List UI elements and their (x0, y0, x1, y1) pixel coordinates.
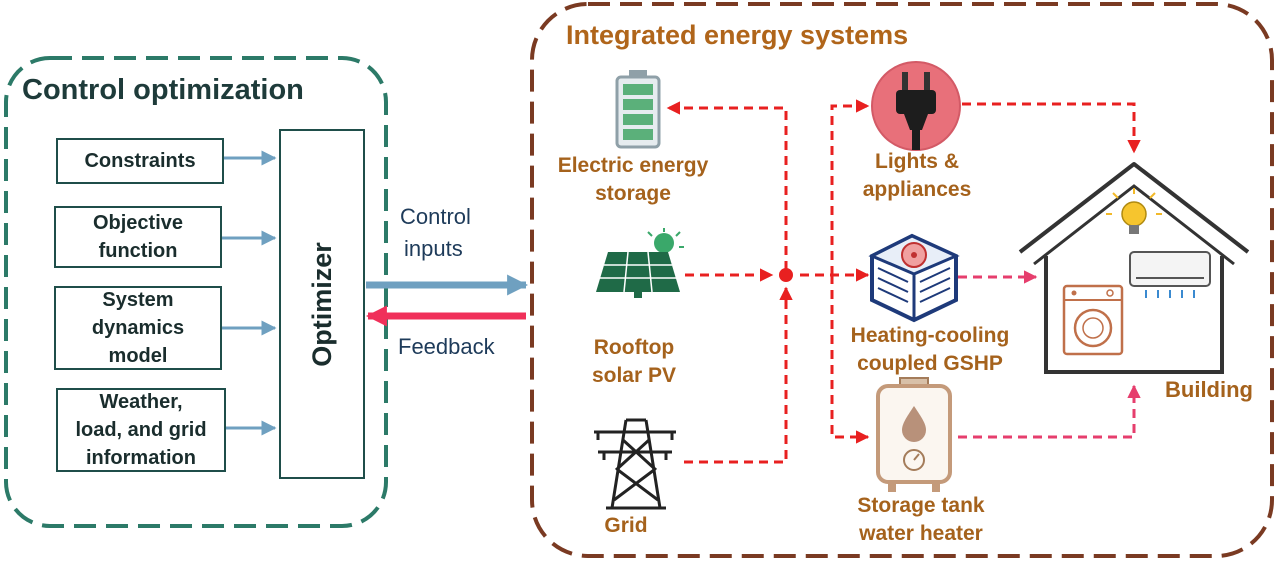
dynamics-line-3: model (108, 345, 168, 367)
energy-panel-border (530, 2, 1274, 558)
energy-panel-title: Integrated energy systems (566, 20, 909, 50)
grid-label: Grid (604, 514, 648, 537)
water-heater-label: Storage tank water heater (857, 494, 985, 545)
control-panel-border (4, 56, 388, 528)
lights-label: Lights & appliances (862, 150, 972, 201)
constraints-box: Constraints (56, 138, 224, 184)
control-inputs-label-1: Control (400, 204, 471, 229)
electric-flow-lines (666, 99, 1141, 464)
power-tower-icon (594, 418, 676, 510)
storage-label: Electric energy storage (557, 154, 709, 205)
system-dynamics-box: System dynamics model (54, 286, 222, 370)
dynamics-line-1: System (102, 289, 174, 311)
objective-line-1: Objective (92, 212, 184, 234)
weather-line-1: Weather, (99, 391, 183, 413)
light-bulb-icon (1106, 188, 1162, 234)
house-icon (1018, 162, 1250, 374)
control-panel-title: Control optimization (22, 74, 304, 106)
heat-pump-icon (868, 233, 960, 323)
dynamics-line-2: dynamics (91, 317, 185, 339)
solar-label: Rooftop solar PV (591, 336, 677, 387)
objective-line-2: function (98, 240, 178, 262)
battery-icon (615, 70, 661, 149)
water-heater-icon (876, 377, 952, 492)
optimizer-box (279, 129, 365, 479)
solar-panel-icon (596, 228, 684, 298)
gshp-label: Heating-cooling coupled GSHP (850, 324, 1010, 375)
objective-function-box: Objective function (54, 206, 222, 268)
constraints-label: Constraints (84, 150, 196, 172)
optimizer-label: Optimizer (306, 241, 337, 367)
junction-node (779, 268, 793, 282)
plug-icon (871, 61, 961, 151)
thermal-flow-lines (958, 270, 1141, 439)
building-label: Building (1165, 377, 1253, 402)
weather-line-3: information (86, 447, 196, 469)
control-inputs-label-2: inputs (404, 236, 463, 261)
feedback-label: Feedback (398, 334, 495, 359)
input-arrows (222, 150, 277, 436)
weather-load-grid-box: Weather, load, and grid information (56, 388, 226, 472)
weather-line-2: load, and grid (75, 419, 207, 441)
washing-machine-icon (1062, 284, 1124, 356)
air-conditioner-icon (1129, 251, 1211, 298)
